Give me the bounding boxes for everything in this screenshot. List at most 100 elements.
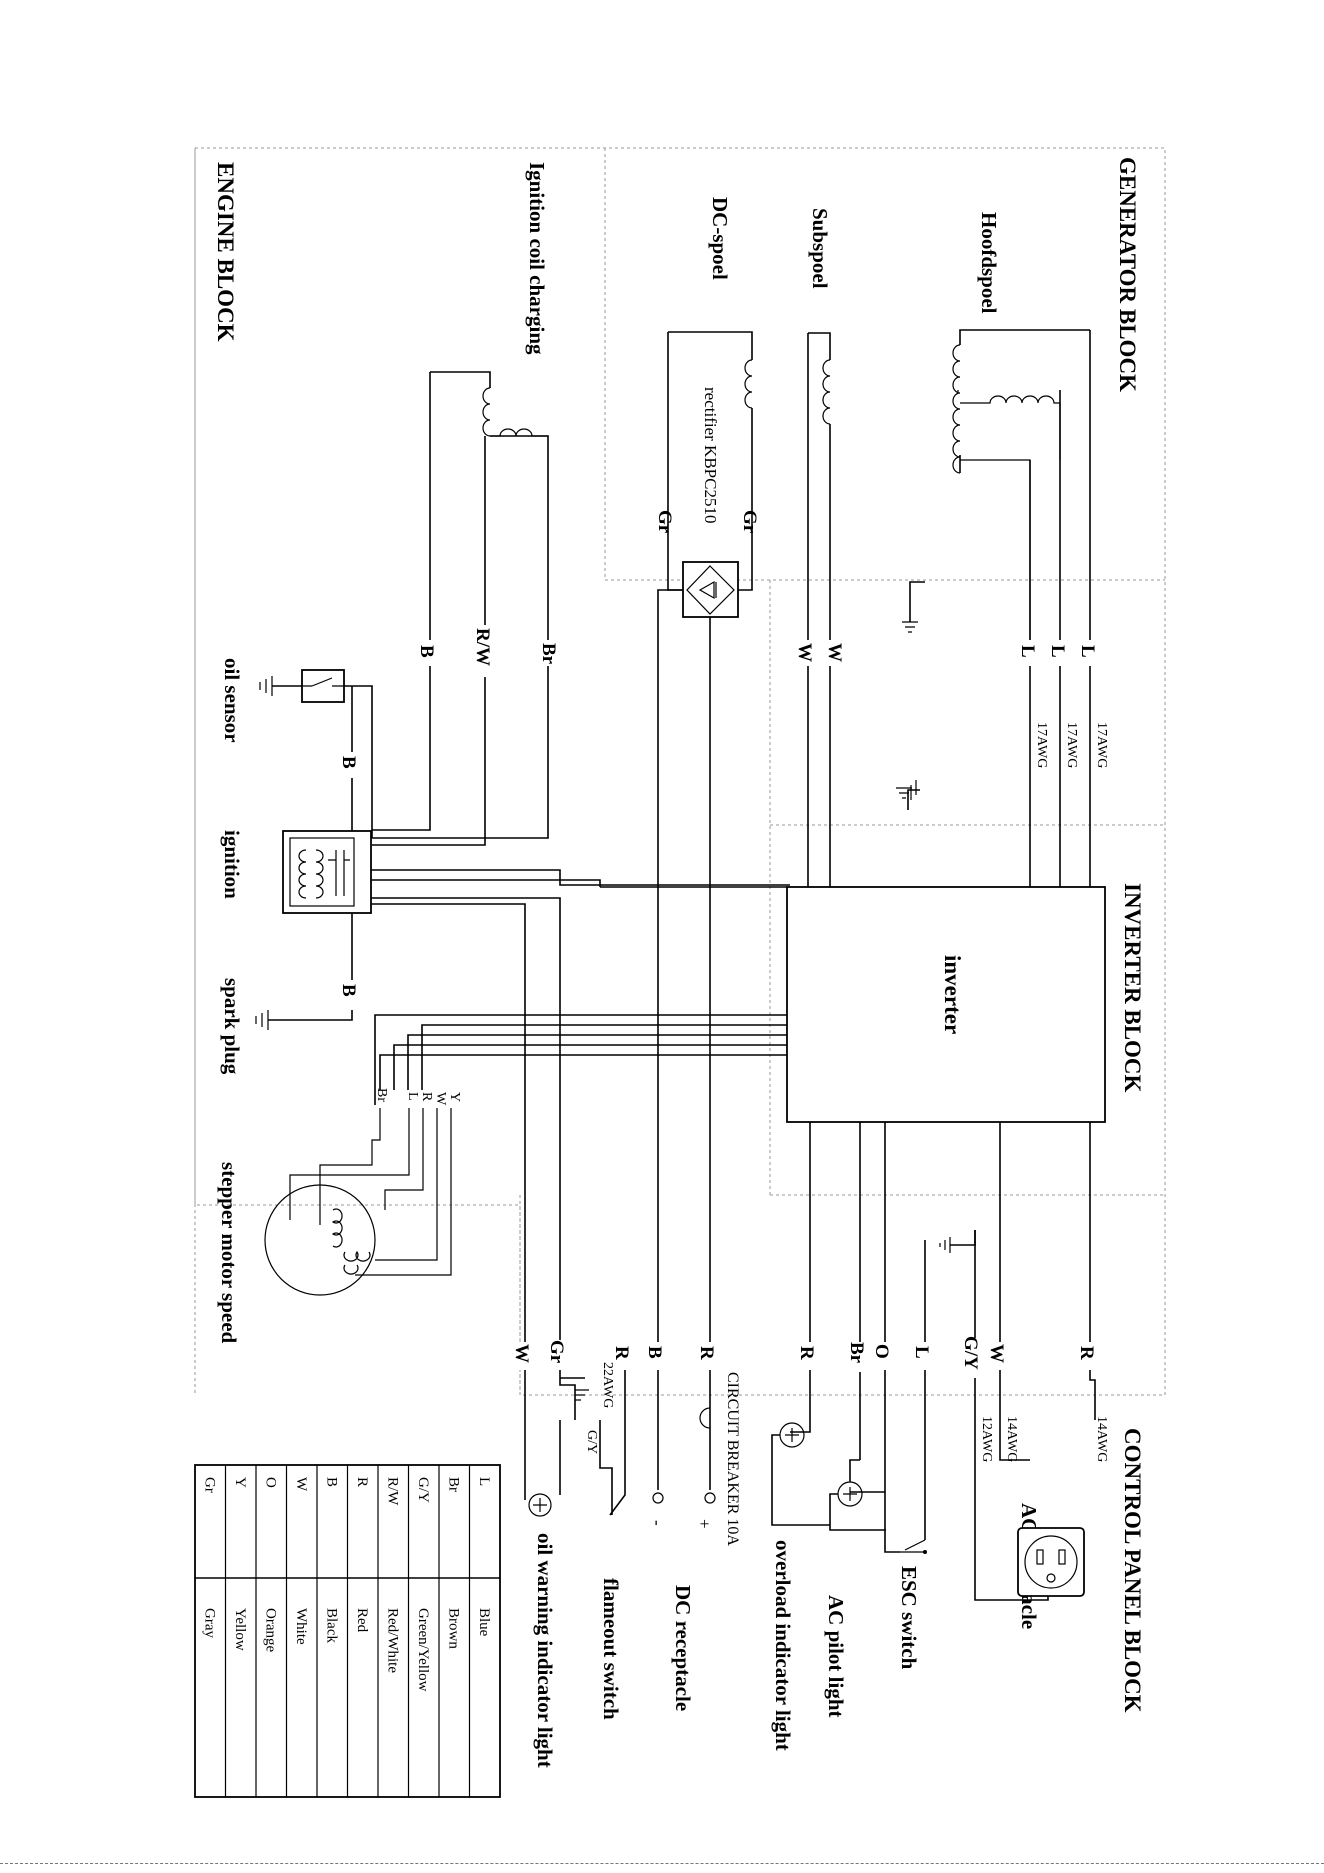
- spark-plug-label: spark plug: [220, 978, 244, 1075]
- wire-label-cp-o: O: [871, 1344, 892, 1359]
- inverter-block-title: INVERTER BLOCK: [1120, 883, 1145, 1093]
- ignition-coil-charging-coil: [372, 371, 549, 846]
- legend-code: R: [354, 1477, 370, 1487]
- stepper-label-r: R: [419, 1092, 434, 1102]
- wire-label-oil-b: B: [338, 756, 359, 769]
- ignition-label: ignition: [220, 830, 244, 899]
- wire-label-ign-br: Br: [538, 643, 559, 665]
- wire-ign-to-inverter-2: [371, 879, 601, 887]
- overload-indicator-light-label: overload indicator light: [771, 1540, 795, 1751]
- hoofdspoel-coil: [952, 329, 1090, 652]
- wire-label-cp-r: R: [1076, 1346, 1097, 1360]
- wire-label-rect-gr2: Gr: [654, 510, 675, 534]
- subspoel-label: Subspoel: [808, 208, 832, 289]
- legend-color: Brown: [445, 1608, 461, 1649]
- page-bottom-rule: [0, 1863, 1324, 1864]
- dc-spoel-label: DC-spoel: [708, 197, 732, 280]
- stepper-label-l: L: [405, 1092, 420, 1101]
- dc-plus-label: +: [695, 1519, 714, 1529]
- gauge-gy-small: G/Y: [584, 1430, 599, 1454]
- legend-code: B: [323, 1477, 339, 1487]
- legend-color: Red/White: [384, 1608, 400, 1673]
- wire-ign-to-inverter-1: [371, 869, 790, 886]
- wire-label-cp-l: L: [911, 1346, 932, 1359]
- oil-warning-indicator-light-label: oil warning indicator light: [533, 1533, 557, 1768]
- ignition-module: [282, 830, 372, 914]
- stepper-label-w: W: [433, 1092, 448, 1106]
- wire-label-cp-br: Br: [846, 1342, 867, 1364]
- gauge-22awg: 22AWG: [600, 1362, 615, 1408]
- gauge-17awg-2: 17AWG: [1064, 722, 1079, 768]
- ground-symbol-cp: [939, 1230, 976, 1253]
- stepper-label-br: Br: [374, 1088, 389, 1102]
- oil-sensor-label: oil sensor: [220, 658, 244, 743]
- ac-pilot-light-label: AC pilot light: [824, 1595, 848, 1718]
- ac-receptacle: [1017, 1527, 1085, 1597]
- legend-code: Br: [445, 1477, 461, 1492]
- wire-label-cp-r2: R: [796, 1346, 817, 1360]
- wire-label-cp-w: W: [986, 1344, 1007, 1363]
- legend-code: Gr: [201, 1477, 217, 1493]
- wire-label-cp-gr: Gr: [546, 1340, 567, 1364]
- hoofdspoel-label: Hoofdspoel: [977, 212, 1001, 314]
- flameout-switch-label: flameout switch: [599, 1578, 623, 1720]
- wire-label-spark-b: B: [338, 984, 359, 997]
- oil-warning-light: [528, 1420, 561, 1517]
- gauge-14awg-1: 14AWG: [1094, 1416, 1109, 1462]
- gauge-17awg-1: 17AWG: [1094, 722, 1109, 768]
- legend-code: G/Y: [415, 1477, 431, 1503]
- subspoel-coil: [807, 332, 831, 887]
- ground-symbol-gen-2: [896, 780, 920, 810]
- ignition-coil-charging-label: Ignition coil charging: [525, 162, 549, 355]
- legend-color: Red: [354, 1608, 370, 1633]
- ac-pilot-light: [829, 1459, 886, 1531]
- legend-color: White: [293, 1608, 309, 1645]
- wire-label-gen-l3: L: [1017, 645, 1038, 658]
- stepper-motor: Y W R L Br: [264, 1088, 462, 1296]
- wire-label-cp-r4: R: [611, 1346, 632, 1360]
- legend-color: Black: [323, 1608, 339, 1643]
- wire-label-cp-b: B: [644, 1346, 665, 1359]
- wire-label-cp-r3: R: [696, 1346, 717, 1360]
- inverter-label: inverter: [940, 955, 965, 1034]
- legend-color: Gray: [201, 1608, 217, 1638]
- circuit-breaker: [699, 1407, 716, 1504]
- circuit-breaker-label: CIRCUIT BREAKER 10A: [724, 1372, 741, 1546]
- dc-receptacle-label: DC receptacle: [671, 1585, 695, 1711]
- wire-label-cp-w2: W: [511, 1344, 532, 1363]
- legend-color: Blue: [476, 1608, 492, 1637]
- wire-label-gen-l1: L: [1077, 645, 1098, 658]
- legend-code: R/W: [384, 1477, 400, 1506]
- legend-code: L: [476, 1477, 492, 1486]
- inverter-box: [786, 886, 1106, 1123]
- oil-sensor-switch: [259, 669, 373, 838]
- esc-switch-label: ESC switch: [897, 1566, 921, 1670]
- wire-label-ign-rw: R/W: [472, 628, 493, 666]
- wire-label-sub-w1: W: [824, 643, 845, 662]
- generator-block-title: GENERATOR BLOCK: [1115, 157, 1140, 392]
- wire-label-sub-w2: W: [794, 643, 815, 662]
- stepper-motor-speed-label: stepper motor speed: [217, 1162, 241, 1344]
- legend-color: Green/Yellow: [415, 1608, 431, 1692]
- wire-label-gen-l2: L: [1047, 645, 1068, 658]
- gauge-17awg-3: 17AWG: [1034, 722, 1049, 768]
- gauge-14awg-2: 14AWG: [1004, 1416, 1019, 1462]
- legend-color: Yellow: [232, 1608, 248, 1651]
- legend-code: W: [293, 1477, 309, 1492]
- wire-label-cp-gy: G/Y: [960, 1336, 981, 1370]
- overload-indicator-light: [771, 1422, 830, 1526]
- wire-label-ign-b: B: [416, 645, 437, 658]
- rectifier-bridge: [657, 561, 739, 1350]
- engine-block-title: ENGINE BLOCK: [213, 162, 238, 342]
- rectifier-label: rectifier KBPC2510: [701, 387, 720, 523]
- wire-label-rect-gr1: Gr: [739, 510, 760, 534]
- gauge-12awg: 12AWG: [979, 1416, 994, 1462]
- legend-code: Y: [232, 1477, 248, 1488]
- ground-symbol-gen-1: [902, 581, 925, 633]
- legend-color: Orange: [262, 1608, 278, 1652]
- dc-minus-label: -: [648, 1520, 667, 1526]
- stepper-label-y: Y: [447, 1092, 462, 1102]
